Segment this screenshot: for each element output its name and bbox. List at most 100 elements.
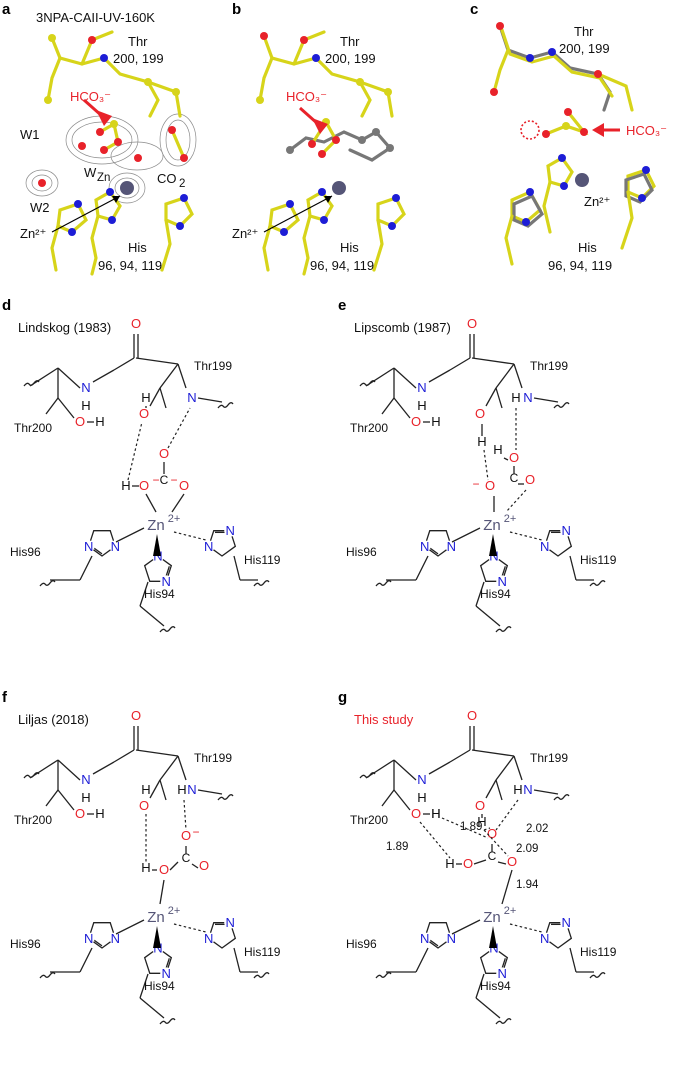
his94-label: His94 bbox=[480, 979, 511, 993]
oxygen-label: O bbox=[199, 858, 209, 873]
carbon-label: C bbox=[160, 473, 169, 487]
atom-mask bbox=[418, 932, 431, 945]
imidazole-ring bbox=[479, 555, 509, 582]
distance-label: 1.94 bbox=[516, 879, 539, 891]
nitrogen-label: N bbox=[523, 782, 532, 797]
chain-break-icon bbox=[375, 580, 392, 587]
nitrogen-label: N bbox=[562, 915, 571, 930]
panel-c-hco3-label: HCO₃⁻ bbox=[626, 123, 667, 138]
atom-mask bbox=[538, 540, 551, 553]
bond bbox=[57, 759, 81, 781]
his-residues-model bbox=[504, 154, 656, 266]
bond bbox=[497, 861, 507, 865]
nitrogen-label: N bbox=[540, 931, 549, 946]
panel-a-w2-label: W2 bbox=[30, 200, 50, 215]
panel-a: a 3NPA-CAII-UV-160K Thr 200, 199 bbox=[2, 1, 197, 276]
atom-mask bbox=[445, 932, 458, 945]
hydrogen-bond bbox=[483, 829, 509, 857]
nitrogen-label: N bbox=[111, 539, 120, 554]
bond bbox=[233, 947, 241, 973]
bond bbox=[533, 789, 559, 795]
hydrogen-bond bbox=[495, 799, 519, 831]
zinc-charge-label: 2+ bbox=[168, 905, 181, 917]
bond bbox=[149, 387, 161, 407]
wedge-bond bbox=[153, 926, 161, 948]
panel-d-title: Lindskog (1983) bbox=[18, 320, 111, 335]
chain-break-icon bbox=[375, 972, 392, 979]
bond bbox=[393, 759, 417, 781]
carbon-label: C bbox=[488, 849, 497, 863]
bond bbox=[171, 493, 185, 513]
bond bbox=[79, 555, 93, 581]
bond bbox=[428, 761, 451, 775]
hydrogen-label: H bbox=[431, 806, 440, 821]
bicarbonate-model bbox=[542, 108, 589, 138]
bond bbox=[177, 755, 187, 781]
hydrogen-label: H bbox=[81, 790, 90, 805]
bond bbox=[475, 973, 485, 999]
nitrogen-label: N bbox=[204, 931, 213, 946]
nitrogen-label: N bbox=[81, 772, 90, 787]
his119-label: His119 bbox=[580, 553, 617, 567]
minus-label: − bbox=[152, 473, 159, 487]
hashed-bond bbox=[509, 531, 543, 541]
hydrogen-label: H bbox=[95, 414, 104, 429]
bond bbox=[169, 861, 179, 871]
zinc-label: Zn bbox=[147, 517, 165, 534]
his96-label: His96 bbox=[10, 545, 41, 559]
bond bbox=[471, 357, 515, 365]
nitrogen-label: N bbox=[84, 539, 93, 554]
atom-mask bbox=[496, 967, 509, 980]
oxygen-label: O bbox=[475, 406, 485, 421]
chain-break-icon bbox=[589, 580, 606, 587]
panel-a-co2-sub: 2 bbox=[179, 178, 185, 190]
coordination-bond bbox=[451, 527, 481, 543]
atom-mask bbox=[560, 524, 573, 537]
bond bbox=[139, 973, 149, 999]
bond bbox=[381, 789, 395, 807]
panel-b-thr-label: Thr bbox=[340, 34, 360, 49]
imidazole-ring bbox=[143, 947, 173, 974]
oxygen-label: O bbox=[467, 316, 477, 331]
his-residues-model bbox=[262, 188, 406, 276]
panel-b-hco3-label: HCO₃⁻ bbox=[286, 89, 327, 104]
hashed-bond bbox=[173, 531, 207, 541]
carbon-label: C bbox=[510, 471, 519, 485]
imidazole-ring bbox=[87, 922, 117, 949]
atom-mask bbox=[538, 932, 551, 945]
oxygen-label: O bbox=[131, 708, 141, 723]
imidazole-ring bbox=[479, 947, 509, 974]
bond bbox=[475, 997, 501, 1019]
hashed-bond bbox=[173, 923, 207, 933]
hydrogen-label: H bbox=[493, 442, 502, 457]
zinc-label: Zn bbox=[147, 909, 165, 926]
hydrogen-label: H bbox=[141, 782, 150, 797]
nitrogen-label: N bbox=[420, 931, 429, 946]
his119-label: His119 bbox=[244, 945, 281, 959]
hydrogen-bond bbox=[183, 799, 187, 831]
oxygen-label: O bbox=[159, 862, 169, 877]
oxygen-label: O bbox=[487, 826, 497, 841]
nitrogen-label: N bbox=[417, 380, 426, 395]
bond bbox=[233, 555, 241, 581]
panel-a-zn-label: Zn²⁺ bbox=[20, 226, 46, 241]
chain-break-icon bbox=[23, 772, 40, 779]
nitrogen-label: N bbox=[523, 390, 532, 405]
atom-mask bbox=[82, 932, 95, 945]
oxygen-label: O bbox=[525, 472, 535, 487]
thr199-label: Thr199 bbox=[194, 359, 232, 373]
bond bbox=[79, 947, 93, 973]
hydrogen-label: H bbox=[513, 782, 522, 797]
thr-backbone-model bbox=[44, 30, 182, 118]
nitrogen-label: N bbox=[204, 539, 213, 554]
bond bbox=[503, 457, 509, 461]
imidazole-ring bbox=[207, 530, 237, 557]
bond bbox=[139, 997, 165, 1019]
bond bbox=[159, 779, 167, 801]
his94-label: His94 bbox=[480, 587, 511, 601]
carbon-label: C bbox=[182, 851, 191, 865]
his119-label: His119 bbox=[244, 553, 281, 567]
oxygen-label: O bbox=[139, 406, 149, 421]
